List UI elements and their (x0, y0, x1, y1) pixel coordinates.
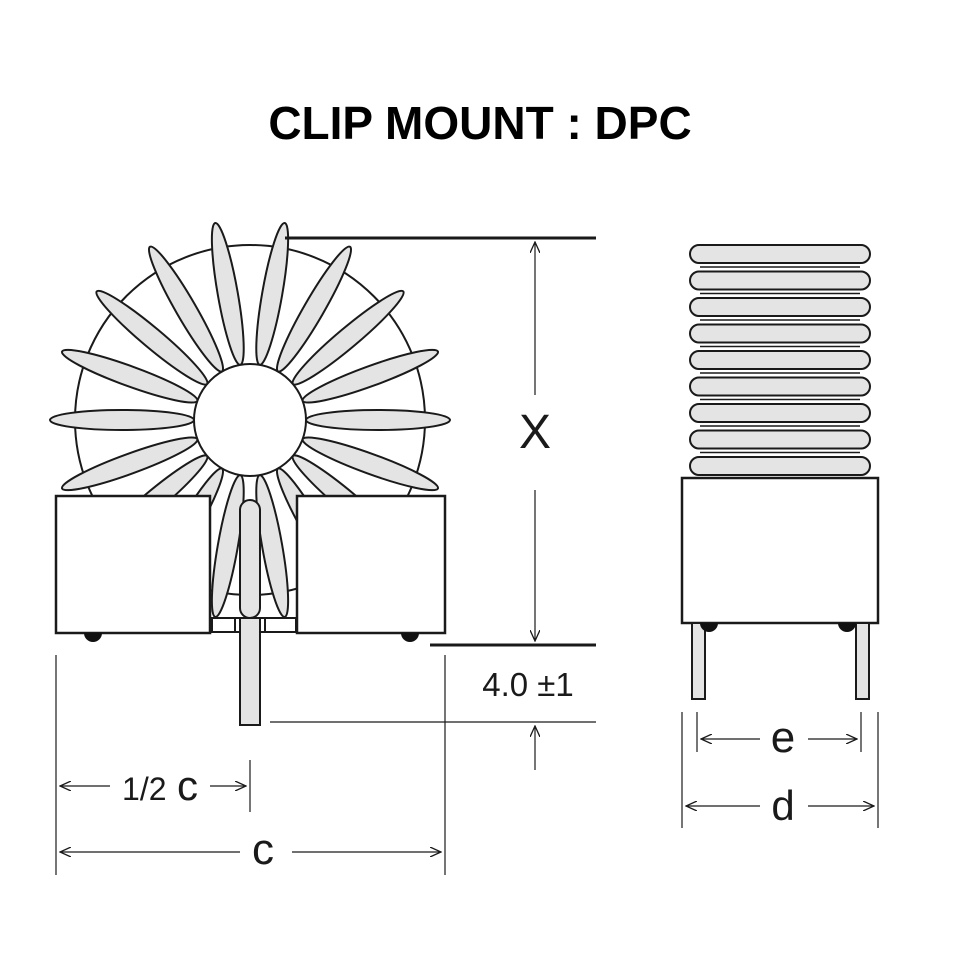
label-half-c-letter: c (177, 762, 198, 809)
side-left-pin (691, 622, 706, 700)
label-half-c-prefix: 1/2 (122, 771, 166, 807)
side-right-foot (838, 623, 856, 632)
side-winding-turn (689, 297, 871, 317)
side-windings (689, 244, 871, 503)
side-winding-turn (689, 244, 871, 264)
right-foot (401, 633, 419, 642)
center-lead-upper (239, 499, 261, 619)
label-c: c (252, 825, 274, 874)
dimension-lines (55, 236, 879, 875)
winding-turn (49, 409, 195, 431)
front-view (49, 221, 451, 726)
label-lead-length: 4.0 ±1 (482, 666, 574, 703)
side-winding-turn (689, 403, 871, 423)
center-lead-pin (239, 617, 261, 726)
right-clip (295, 494, 447, 635)
side-clip (680, 476, 880, 625)
left-clip (54, 494, 212, 635)
side-winding-turn (689, 429, 871, 450)
side-winding-turn (689, 270, 871, 291)
side-left-foot (700, 623, 718, 632)
winding-turn (305, 409, 451, 431)
side-view (680, 244, 880, 700)
toroid-hole (193, 363, 307, 477)
side-winding-turn (689, 456, 871, 476)
side-winding-turn (689, 350, 871, 370)
left-foot (84, 633, 102, 642)
page-title: CLIP MOUNT : DPC (268, 97, 692, 149)
label-d: d (771, 782, 794, 829)
side-right-pin (855, 622, 870, 700)
side-winding-turn (689, 376, 871, 397)
label-x: X (519, 406, 551, 459)
label-e: e (771, 713, 795, 762)
side-winding-turn (689, 323, 871, 344)
label-half-c: 1/2 c (122, 762, 198, 809)
